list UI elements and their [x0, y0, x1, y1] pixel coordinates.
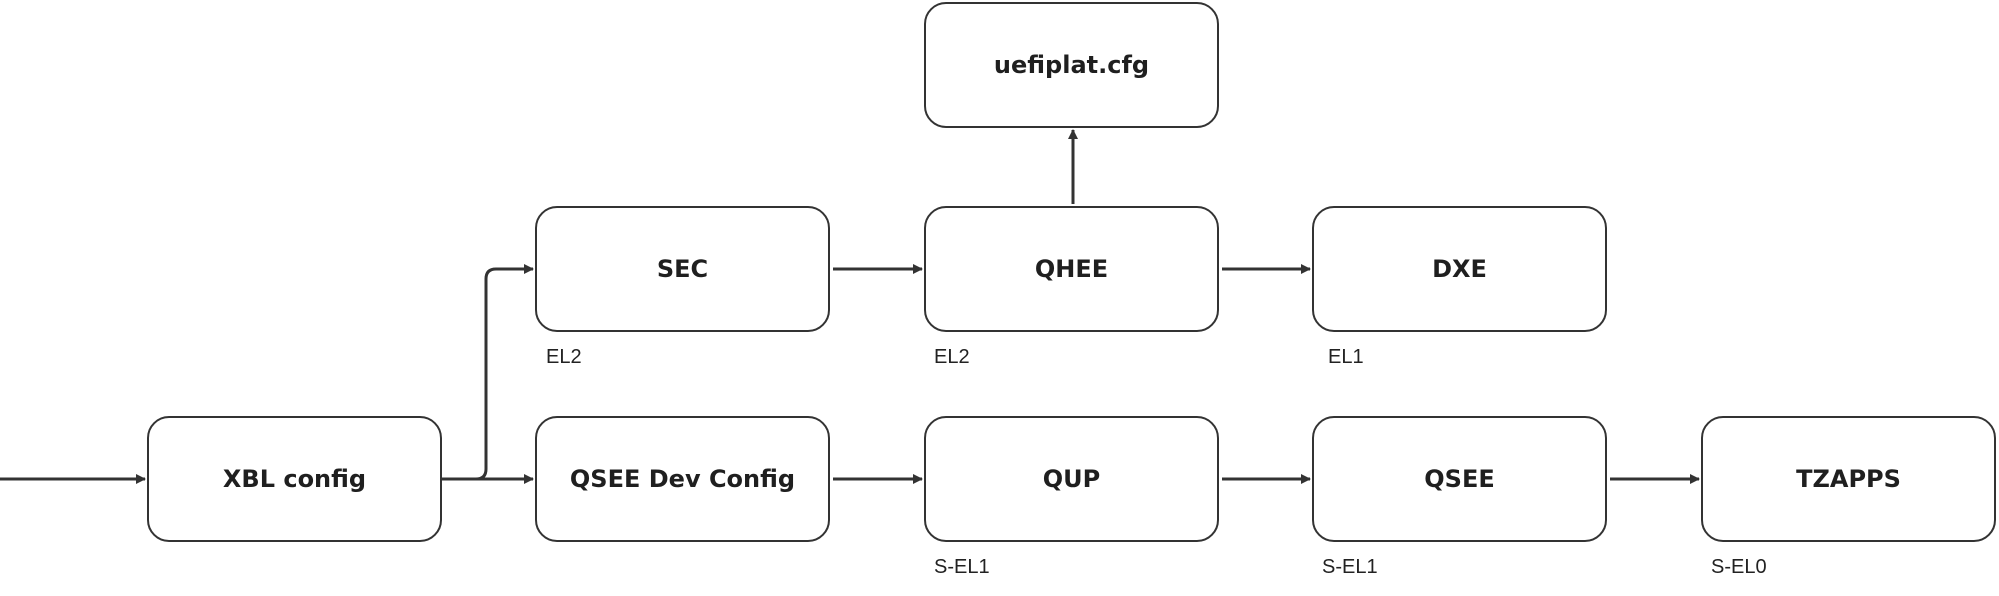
- tzapps-exception-level: S-EL0: [1711, 556, 1767, 578]
- sec-exception-level: EL2: [546, 346, 582, 368]
- qsee-dev-config-label: QSEE Dev Config: [569, 465, 796, 493]
- qsee-exception-level: S-EL1: [1322, 556, 1378, 578]
- qhee-node: QHEE: [924, 206, 1219, 332]
- qup-node: QUP: [924, 416, 1219, 542]
- tzapps-node: TZAPPS: [1701, 416, 1996, 542]
- tzapps-label: TZAPPS: [1796, 465, 1901, 493]
- qup-label: QUP: [1042, 465, 1101, 493]
- xbl-config-node: XBL config: [147, 416, 442, 542]
- qup-exception-level: S-EL1: [934, 556, 990, 578]
- qhee-label: QHEE: [1034, 255, 1109, 283]
- qsee-label: QSEE: [1424, 465, 1495, 493]
- sec-label: SEC: [656, 255, 709, 283]
- dxe-node: DXE: [1312, 206, 1607, 332]
- uefiplat-cfg-node: uefiplat.cfg: [924, 2, 1219, 128]
- dxe-label: DXE: [1432, 255, 1487, 283]
- qsee-node: QSEE: [1312, 416, 1607, 542]
- arrow-xbl-to-sec: [442, 264, 534, 481]
- sec-node: SEC: [535, 206, 830, 332]
- qsee-dev-config-node: QSEE Dev Config: [535, 416, 830, 542]
- dxe-exception-level: EL1: [1328, 346, 1364, 368]
- qhee-exception-level: EL2: [934, 346, 970, 368]
- xbl-config-label: XBL config: [222, 465, 367, 493]
- uefiplat-cfg-label: uefiplat.cfg: [993, 51, 1150, 79]
